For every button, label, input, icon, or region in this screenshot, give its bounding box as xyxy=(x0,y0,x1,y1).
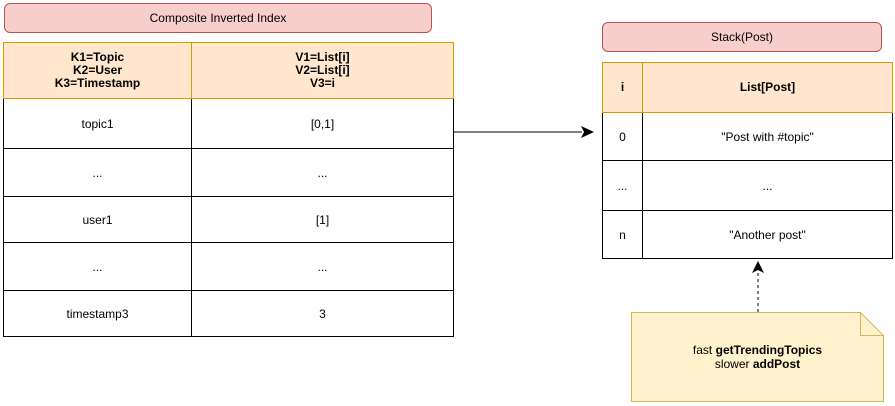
index-row-key: user1 xyxy=(3,196,192,243)
index-row: ... ... xyxy=(3,242,454,291)
index-row: ... ... xyxy=(3,148,454,197)
index-to-stack-arrow xyxy=(454,126,594,138)
index-value-header: V1=List[i] V2=List[i] V3=i xyxy=(191,42,454,99)
index-row: user1 [1] xyxy=(3,196,454,243)
stack-row: ... ... xyxy=(602,160,893,211)
index-row-value: [0,1] xyxy=(191,98,454,149)
note-line-1-prefix: fast xyxy=(692,343,716,357)
stack-row-index: ... xyxy=(602,160,643,211)
note-shape xyxy=(631,312,884,402)
key-label-2: K2=User xyxy=(72,63,123,77)
stack-row-index: n xyxy=(602,210,643,259)
note-text: fast getTrendingTopics slower addPost xyxy=(631,312,884,402)
index-row-value: 3 xyxy=(191,290,454,337)
index-row-value: ... xyxy=(191,242,454,291)
index-row-value: [1] xyxy=(191,196,454,243)
stack-index-header: i xyxy=(602,62,643,113)
stack-table: i List[Post] 0 "Post with #topic" ... ..… xyxy=(602,62,893,259)
index-header-row: K1=Topic K2=User K3=Timestamp V1=List[i]… xyxy=(3,42,454,99)
stack-list-header: List[Post] xyxy=(642,62,893,113)
performance-note: fast getTrendingTopics slower addPost xyxy=(631,312,884,402)
stack-title: Stack(Post) xyxy=(602,22,882,52)
note-line-2: slower addPost xyxy=(715,357,800,371)
stack-row-value: "Another post" xyxy=(642,210,893,259)
note-line-2-prefix: slower xyxy=(714,357,753,371)
index-row-key: ... xyxy=(3,148,192,197)
key-label-3: K3=Timestamp xyxy=(54,76,141,90)
index-row-key: timestamp3 xyxy=(3,290,192,337)
index-row: topic1 [0,1] xyxy=(3,98,454,149)
value-label-1: V1=List[i] xyxy=(295,50,350,64)
index-key-header: K1=Topic K2=User K3=Timestamp xyxy=(3,42,192,99)
stack-row-value: ... xyxy=(642,160,893,211)
value-label-2: V2=List[i] xyxy=(295,63,350,77)
key-label-1: K1=Topic xyxy=(70,50,125,64)
composite-index-table: K1=Topic K2=User K3=Timestamp V1=List[i]… xyxy=(3,42,454,337)
note-line-2-method: addPost xyxy=(752,357,801,371)
value-label-3: V3=i xyxy=(309,76,336,90)
stack-row: 0 "Post with #topic" xyxy=(602,112,893,161)
index-row: timestamp3 3 xyxy=(3,290,454,337)
index-row-key: topic1 xyxy=(3,98,192,149)
note-to-stack-arrow xyxy=(752,261,764,312)
note-line-1: fast getTrendingTopics xyxy=(693,343,822,357)
note-line-1-method: getTrendingTopics xyxy=(715,343,823,357)
stack-row: n "Another post" xyxy=(602,210,893,259)
composite-index-title: Composite Inverted Index xyxy=(4,3,432,33)
stack-row-index: 0 xyxy=(602,112,643,161)
stack-header-row: i List[Post] xyxy=(602,62,893,113)
